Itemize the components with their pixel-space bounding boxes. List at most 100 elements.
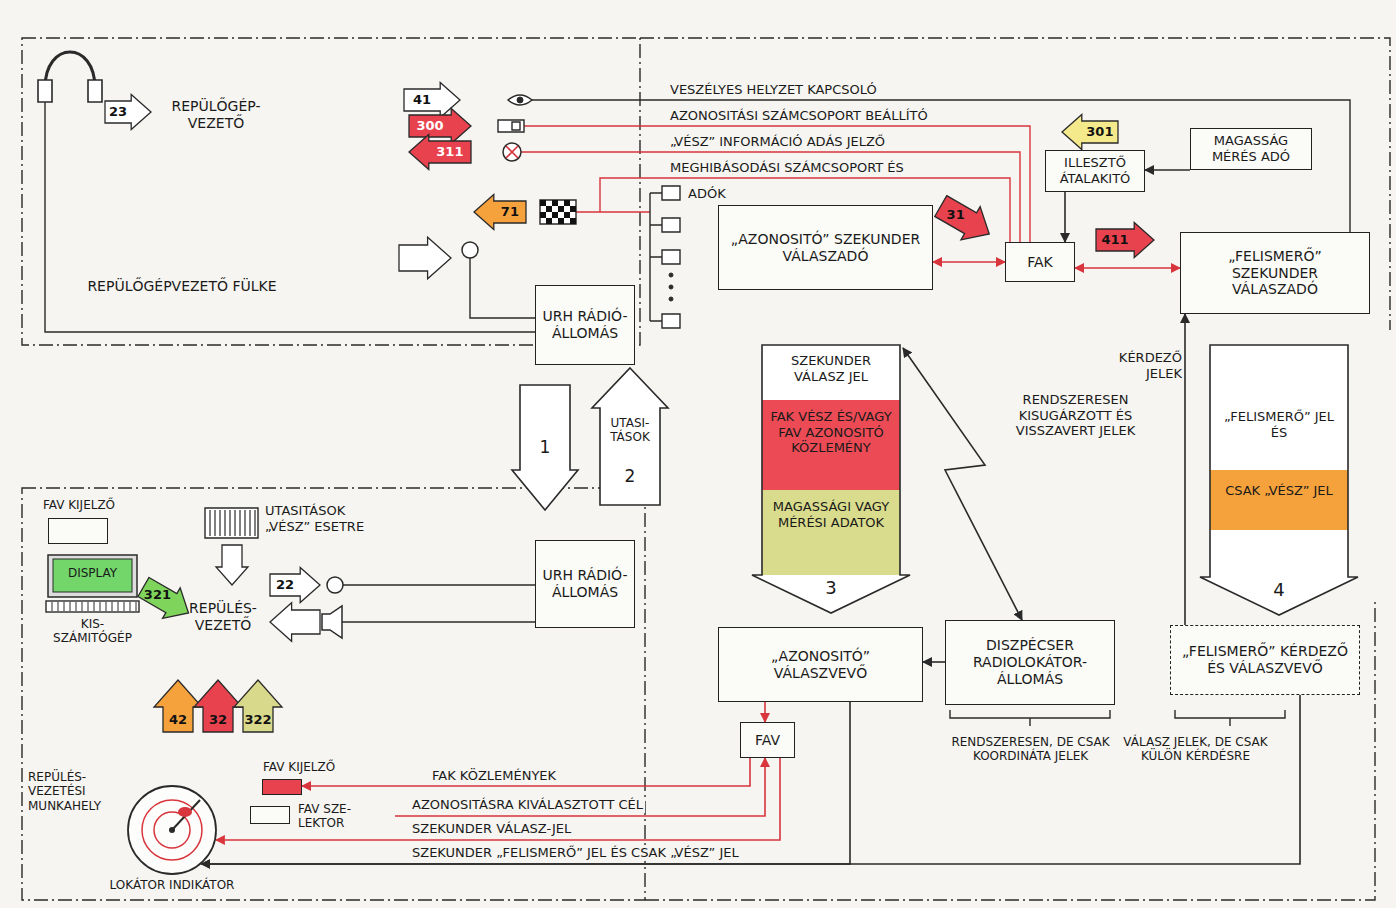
annotation: REPÜLÉS- VEZETŐ bbox=[183, 600, 263, 634]
annotation: „VÉSZ” INFORMÁCIÓ ADÁS JELZŐ bbox=[670, 134, 885, 150]
loudspeaker bbox=[322, 606, 342, 638]
connector-label: SZEKUNDER „FELISMERŐ” JEL ÉS CSAK „VÉSZ”… bbox=[410, 845, 741, 861]
indicator-face bbox=[128, 786, 216, 874]
connector bbox=[1064, 192, 1066, 242]
color-band bbox=[762, 345, 900, 400]
checker-cell bbox=[570, 218, 576, 224]
node-text: „FELISMERŐ” SZEKUNDER VÁLASZADÓ bbox=[1187, 248, 1363, 298]
region-outline bbox=[645, 600, 1375, 900]
checker-cell bbox=[546, 206, 552, 212]
process-box: MAGASSÁG MÉRÉS ADÓ bbox=[1190, 128, 1312, 170]
process-box: „AZONOSITÓ” SZEKUNDER VÁLASZADÓ bbox=[718, 205, 933, 290]
callout-number: 322 bbox=[244, 712, 271, 728]
sweep-line bbox=[172, 800, 200, 830]
key bbox=[94, 602, 95, 611]
node-label: FAK VÉSZ ÉS/VAGY FAV AZONOSITÓ KÖZLEMÉNY bbox=[766, 409, 896, 456]
microphone bbox=[327, 577, 343, 593]
callout-number: 411 bbox=[1102, 232, 1129, 248]
display-unit: FAV KIJELZŐ bbox=[262, 779, 302, 795]
node-text: „FELISMERŐ” KÉRDEZŐ ÉS VÁLASZVEVŐ bbox=[1177, 643, 1353, 677]
transmitter bbox=[662, 186, 680, 328]
eye-switch bbox=[508, 95, 532, 105]
annotation: UTASITÁSOK „VÉSZ” ESETRE bbox=[265, 503, 385, 534]
wire bbox=[650, 193, 662, 321]
process-box: „AZONOSITÓ” VÁLASZVEVŐ bbox=[718, 627, 923, 702]
annotation: VESZÉLYES HELYZET KAPCSOLÓ bbox=[670, 82, 877, 98]
arrow-fill bbox=[752, 345, 910, 613]
callout-number: 31 bbox=[947, 207, 965, 223]
connector bbox=[903, 348, 1022, 620]
key bbox=[88, 602, 89, 611]
annotation: MEGHIBÁSODÁSI SZÁMCSOPORT ÉS bbox=[670, 160, 904, 176]
node-label: 1 bbox=[512, 437, 578, 457]
shape-outline bbox=[127, 785, 217, 875]
checker-cell bbox=[564, 212, 570, 218]
checker-cell bbox=[564, 200, 570, 206]
node-text: FAV bbox=[755, 732, 780, 749]
callout-number: 42 bbox=[169, 712, 187, 728]
callout-number: 321 bbox=[144, 587, 171, 603]
connector bbox=[1145, 169, 1190, 171]
node-label: 3 bbox=[762, 577, 900, 599]
color-band bbox=[1210, 345, 1348, 470]
key bbox=[58, 602, 59, 611]
callout-arrow bbox=[399, 237, 451, 279]
node-label: LOKÁTOR INDIKÁTOR bbox=[97, 878, 247, 892]
target-blip bbox=[178, 807, 192, 817]
checker-cell bbox=[570, 206, 576, 212]
stripe bbox=[224, 510, 225, 536]
arrow-outline bbox=[592, 368, 668, 505]
node-text: URH RÁDIÓ- ÁLLOMÁS bbox=[542, 567, 628, 601]
checker-cell bbox=[552, 212, 558, 218]
callout-arrow bbox=[474, 194, 526, 229]
microphone bbox=[462, 242, 478, 258]
process-box: URH RÁDIÓ- ÁLLOMÁS bbox=[535, 540, 635, 628]
area-region: REPÜLŐGÉPVEZETŐ FÜLKEURH RÁDIÓ- ÁLLOMÁS bbox=[22, 38, 640, 345]
connector-label: KÉRDEZŐ JELEK bbox=[1095, 350, 1184, 381]
region-outline bbox=[640, 38, 1390, 330]
node-label: „FELISMERŐ” JEL ÉS bbox=[1214, 409, 1344, 440]
node-text: URH RÁDIÓ- ÁLLOMÁS bbox=[542, 308, 628, 342]
key bbox=[112, 602, 113, 611]
display-unit: FAV KIJELZŐ bbox=[48, 518, 108, 544]
checker-cell bbox=[552, 200, 558, 206]
connector bbox=[933, 261, 1005, 263]
process-box: „FELISMERŐ” SZEKUNDER VÁLASZADÓ bbox=[1180, 232, 1370, 314]
process-box: URH RÁDIÓ- ÁLLOMÁS bbox=[535, 285, 635, 365]
connector-label: SZEKUNDER VÁLASZ-JEL bbox=[410, 821, 573, 837]
node-label: UTASI- TÁSOK bbox=[600, 416, 660, 445]
arrow-outline bbox=[752, 345, 910, 613]
connector bbox=[764, 702, 766, 722]
monitor bbox=[48, 555, 137, 597]
color-band bbox=[762, 490, 900, 575]
node-text: ILLESZTŐ ÁTALAKITÓ bbox=[1052, 155, 1138, 186]
node-text: MAGASSÁG MÉRÉS ADÓ bbox=[1197, 133, 1305, 164]
callout-arrow bbox=[270, 567, 320, 602]
connector bbox=[395, 758, 765, 816]
node-text: „AZONOSITÓ” VÁLASZVEVŐ bbox=[725, 648, 916, 682]
center-dot bbox=[169, 827, 175, 833]
lamp bbox=[503, 143, 521, 161]
range-ring bbox=[142, 800, 202, 860]
callout-number: 301 bbox=[1086, 124, 1113, 140]
node-label: 4 bbox=[1210, 579, 1348, 601]
arrow-fill bbox=[512, 385, 578, 510]
node-label: KIS- SZÁMITÓGÉP bbox=[40, 617, 145, 646]
cord bbox=[470, 258, 535, 318]
stripe bbox=[239, 510, 240, 536]
connector bbox=[216, 758, 780, 840]
computer-display: DISPLAY KIS- SZÁMITÓGÉP bbox=[40, 553, 145, 653]
node-label: FAV SZE- LEKTOR bbox=[298, 802, 395, 831]
key bbox=[100, 602, 101, 611]
connector-label: AZONOSITÁSRA KIVÁLASZTOTT CÉL bbox=[410, 797, 645, 813]
key bbox=[106, 602, 107, 611]
key bbox=[64, 602, 65, 611]
node-label: DISPLAY bbox=[54, 566, 131, 580]
shape-outline bbox=[1200, 345, 1358, 615]
arrow-fill bbox=[1200, 345, 1358, 615]
radar-indicator: LOKÁTOR INDIKÁTOR bbox=[127, 785, 217, 875]
key bbox=[118, 602, 119, 611]
node-text: „AZONOSITÓ” SZEKUNDER VÁLASZADÓ bbox=[725, 231, 926, 265]
